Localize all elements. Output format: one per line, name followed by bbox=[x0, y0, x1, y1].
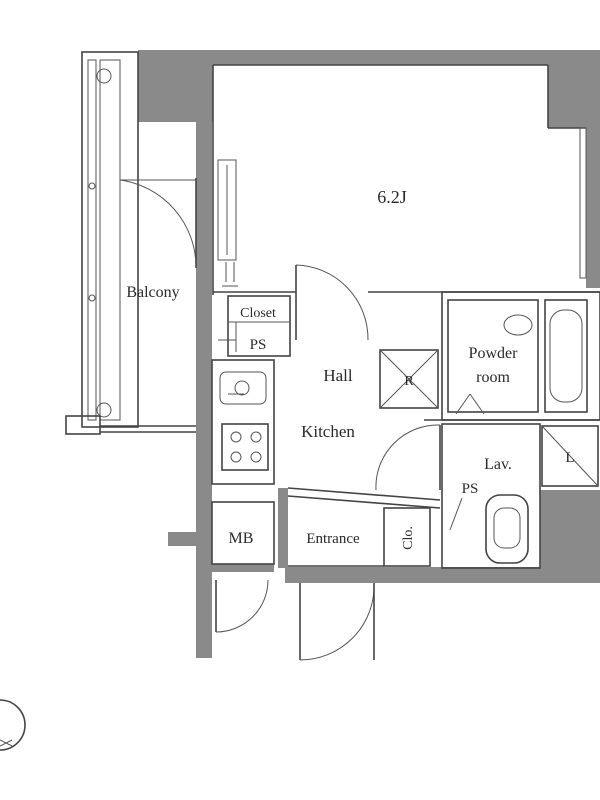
compass-icon bbox=[0, 699, 26, 751]
room-laundry-label: L bbox=[565, 450, 574, 466]
room-clo-label: Clo. bbox=[401, 526, 416, 550]
room-powder-label-2: room bbox=[476, 369, 510, 386]
walls bbox=[138, 50, 600, 658]
room-hatch-label: R bbox=[404, 374, 414, 389]
room-mb-label: MB bbox=[229, 530, 254, 547]
room-kitchen-label: Kitchen bbox=[301, 422, 355, 441]
entry-block bbox=[211, 501, 431, 661]
room-hall-label: Hall bbox=[323, 366, 353, 385]
closet bbox=[218, 262, 291, 357]
room-lav-label: Lav. bbox=[484, 456, 512, 473]
room-ps-lav-label: PS bbox=[462, 481, 479, 497]
powder-room bbox=[424, 291, 600, 421]
kitchen bbox=[211, 359, 275, 485]
lav bbox=[441, 423, 599, 569]
room-ps-closet-label: PS bbox=[250, 337, 267, 353]
hall bbox=[287, 349, 441, 509]
room-closet-label: Closet bbox=[240, 306, 276, 321]
room-balcony-label: Balcony bbox=[126, 284, 179, 301]
room-main-label: 6.2J bbox=[377, 187, 407, 207]
room-powder-label-1: Powder bbox=[469, 345, 519, 362]
room-entrance-label: Entrance bbox=[306, 531, 360, 547]
main-room bbox=[212, 64, 600, 341]
balcony bbox=[65, 51, 197, 435]
